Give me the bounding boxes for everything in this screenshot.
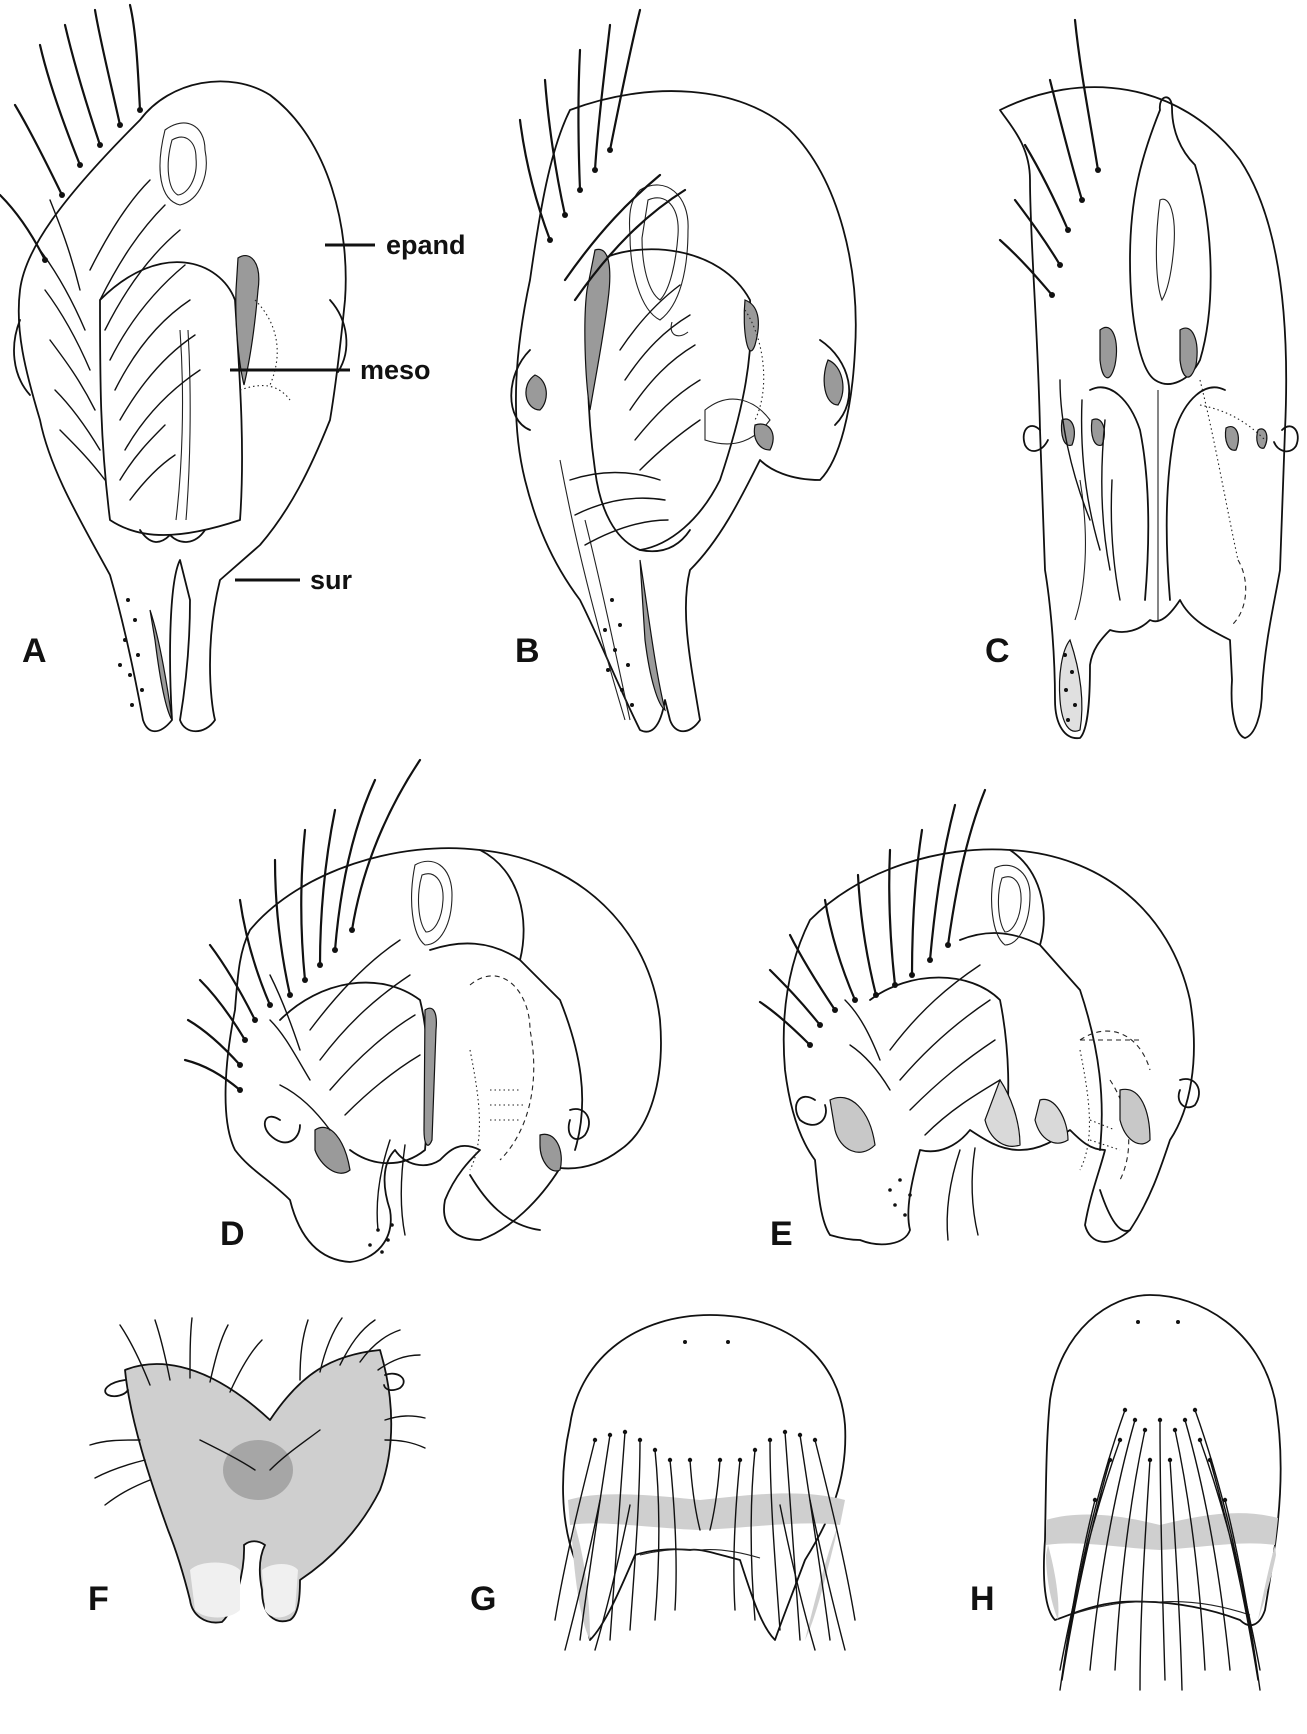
drawing-d [183,758,662,1263]
panel-letter-a: A [22,632,47,670]
drawing-g [554,1314,856,1651]
panel-letter-f: F [88,1580,109,1618]
label-meso: meso [360,355,431,385]
panel-letter-b: B [515,632,540,670]
drawing-b [510,8,857,733]
drawing-a [0,3,348,733]
drawing-e [758,788,1200,1246]
drawing-c [998,18,1299,739]
panel-letter-h: H [970,1580,995,1618]
label-sur: sur [310,565,353,595]
drawing-h [1043,1294,1282,1691]
drawing-f [89,1317,426,1624]
label-epand: epand [386,230,466,260]
panel-letter-g: G [470,1580,496,1618]
panel-letter-e: E [770,1215,793,1253]
panel-letter-d: D [220,1215,245,1253]
panel-letter-c: C [985,632,1010,670]
